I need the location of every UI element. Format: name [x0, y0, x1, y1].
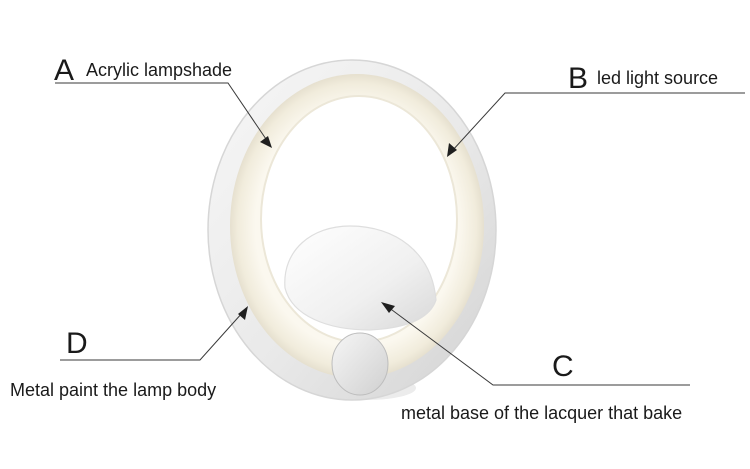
arrowhead-a	[260, 136, 272, 148]
callout-a-text: Acrylic lampshade	[86, 60, 233, 80]
callout-c-letter: C	[552, 350, 574, 383]
arrowhead-d	[238, 306, 248, 320]
callout-a-letter: A	[54, 54, 75, 87]
callout-d-text: Metal paint the lamp body	[10, 380, 217, 400]
arrowhead-c	[381, 302, 395, 313]
callout-b-text: led light source	[597, 68, 719, 88]
leader-line-c	[387, 306, 690, 386]
leader-line-a	[55, 82, 269, 143]
callout-c-text: metal base of the lacquer that bake	[401, 403, 683, 423]
leader-line-b	[451, 92, 745, 152]
arrowhead-b	[447, 143, 457, 157]
callout-d-letter: D	[66, 327, 88, 360]
callout-b-letter: B	[568, 62, 589, 95]
mount-knob	[331, 332, 389, 396]
metal-base-dome	[284, 225, 437, 331]
arrowheads	[238, 136, 457, 320]
leader-line-d	[60, 311, 244, 361]
leader-lines	[55, 82, 745, 386]
